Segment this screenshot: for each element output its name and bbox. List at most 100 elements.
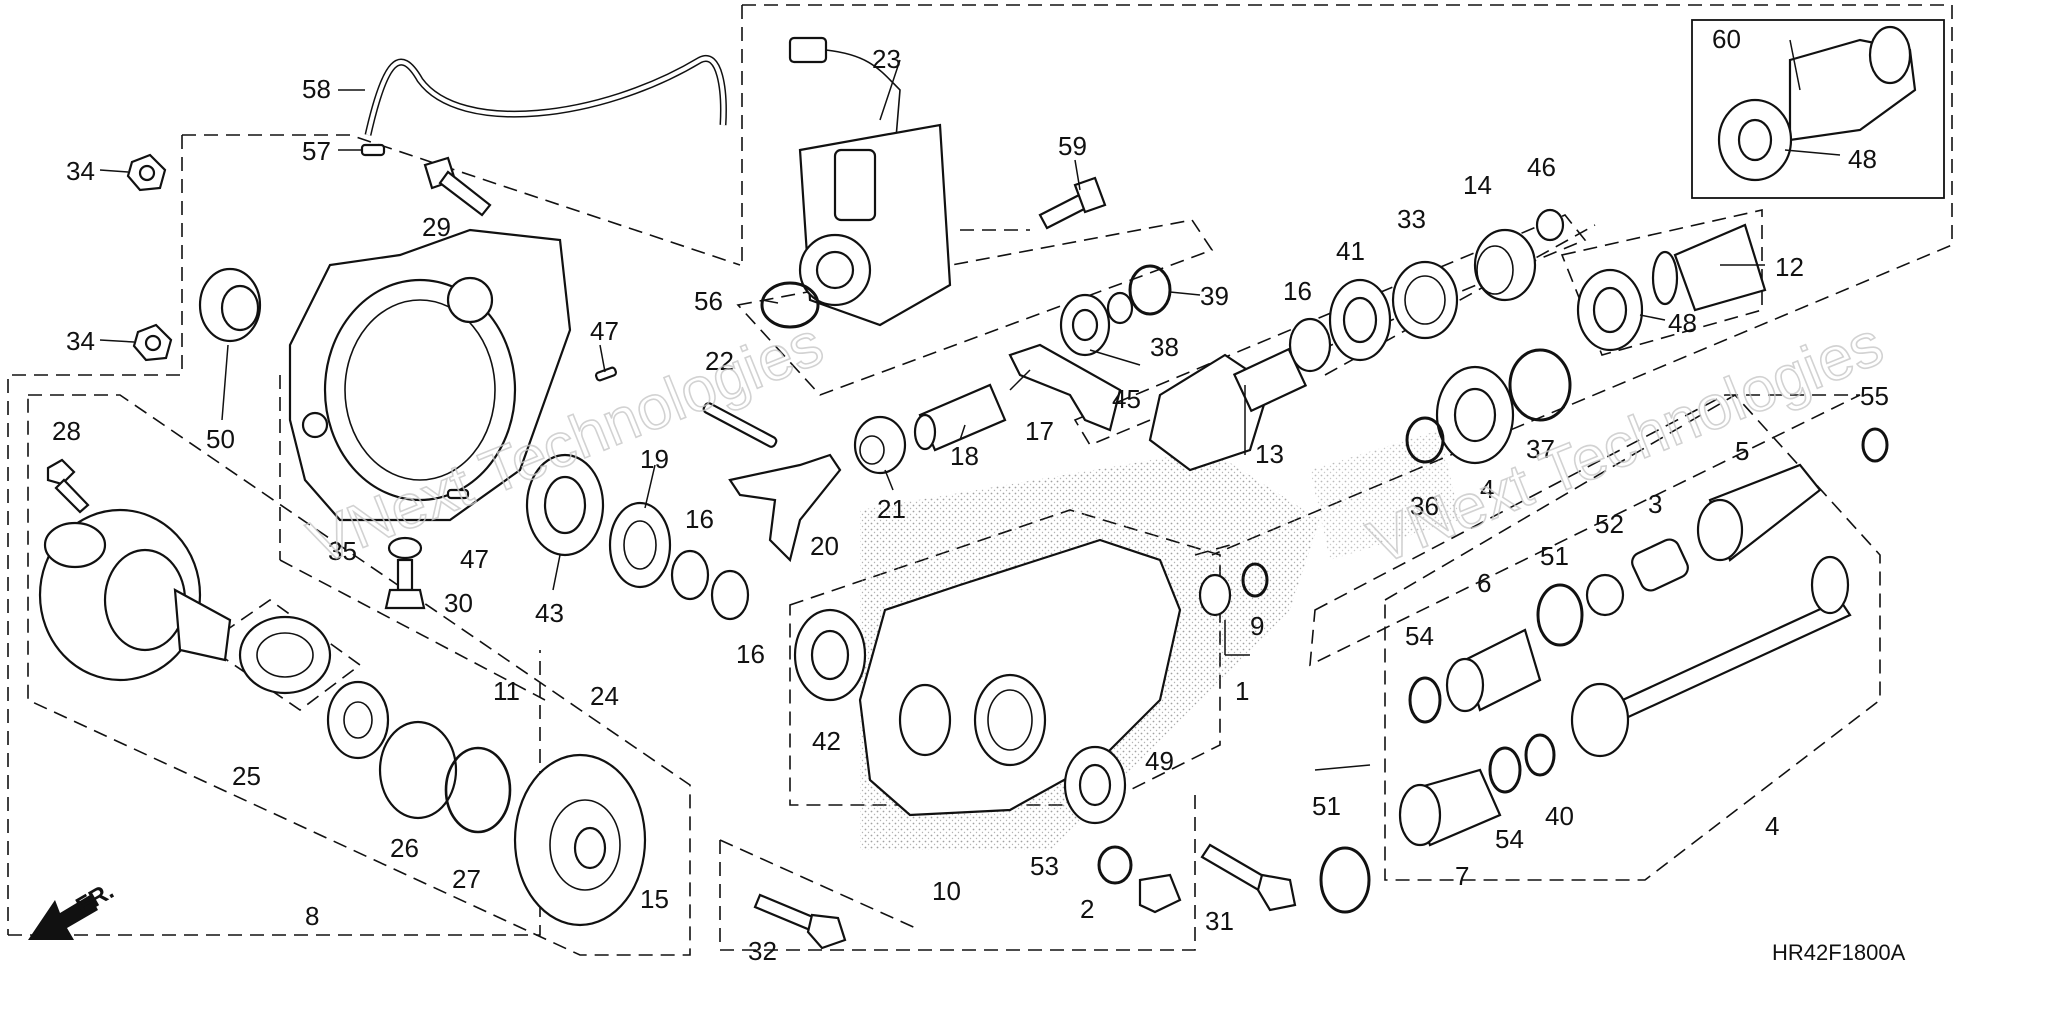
callout-29: 29 bbox=[422, 212, 451, 242]
bearing-41 bbox=[1328, 278, 1392, 362]
callout-25: 25 bbox=[232, 761, 261, 791]
callout-23: 23 bbox=[872, 44, 901, 74]
o-ring bbox=[760, 281, 820, 329]
washer-26 bbox=[378, 720, 458, 820]
bearing-43 bbox=[525, 453, 605, 557]
callout-14: 14 bbox=[1463, 170, 1492, 200]
callout-57: 57 bbox=[302, 136, 331, 166]
collar-21 bbox=[853, 415, 907, 475]
callout-27: 27 bbox=[452, 864, 481, 894]
snap-ring-40 bbox=[1524, 733, 1556, 777]
washer-16b bbox=[670, 549, 710, 601]
left-cover bbox=[288, 228, 572, 522]
callout-13: 13 bbox=[1255, 439, 1284, 469]
callout-59: 59 bbox=[1058, 131, 1087, 161]
nut-34a bbox=[126, 153, 167, 192]
callout-49: 49 bbox=[1145, 746, 1174, 776]
callout-55: 55 bbox=[1860, 381, 1889, 411]
callout-1: 1 bbox=[1235, 676, 1249, 706]
callout-41: 41 bbox=[1336, 236, 1365, 266]
callout-18: 18 bbox=[950, 441, 979, 471]
washer-27 bbox=[444, 746, 512, 834]
callout-32: 32 bbox=[748, 936, 777, 966]
callout-42: 42 bbox=[812, 726, 841, 756]
spring-3 bbox=[1631, 538, 1689, 592]
pin-47a bbox=[594, 366, 618, 382]
callout-19: 19 bbox=[640, 444, 669, 474]
bearing-4 bbox=[1435, 365, 1515, 465]
callout-2: 2 bbox=[1080, 894, 1094, 924]
drive-shaft-4 bbox=[1570, 555, 1852, 758]
nut-34b bbox=[132, 323, 173, 362]
breather-hose bbox=[364, 55, 727, 136]
snap-ring-37 bbox=[1508, 348, 1572, 422]
washer-35 bbox=[387, 536, 423, 560]
bolt-30 bbox=[384, 558, 426, 610]
callout-10: 10 bbox=[932, 876, 961, 906]
callout-37: 37 bbox=[1526, 434, 1555, 464]
callout-4: 4 bbox=[1480, 474, 1494, 504]
snap-ring-36 bbox=[1405, 416, 1445, 464]
pin-47b bbox=[446, 488, 470, 500]
bearing-45 bbox=[1059, 293, 1111, 357]
boot-5 bbox=[1696, 463, 1822, 562]
collar-46 bbox=[1535, 208, 1565, 242]
drain-plug-2 bbox=[1138, 873, 1182, 914]
boot-7 bbox=[1398, 768, 1502, 847]
callout-46: 46 bbox=[1527, 152, 1556, 182]
callout-53: 53 bbox=[1030, 851, 1059, 881]
callout-48a: 48 bbox=[1848, 144, 1877, 174]
callout-54a: 54 bbox=[1405, 621, 1434, 651]
o-ring-54b bbox=[1488, 746, 1522, 794]
o-ring-54a bbox=[1408, 676, 1442, 724]
bolt-59 bbox=[1038, 176, 1107, 230]
bolt-32 bbox=[753, 893, 847, 950]
washer-16a bbox=[1288, 317, 1332, 373]
o-ring-53 bbox=[1097, 845, 1133, 885]
callout-5: 5 bbox=[1735, 436, 1749, 466]
washer-16c bbox=[710, 569, 750, 621]
callout-16c: 16 bbox=[736, 639, 765, 669]
callout-24: 24 bbox=[590, 681, 619, 711]
o-ring-9 bbox=[1241, 562, 1269, 598]
drawing-code: HR42F1800A bbox=[1772, 940, 1906, 965]
plug-1 bbox=[1198, 573, 1232, 617]
callout-33: 33 bbox=[1397, 204, 1426, 234]
callout-35: 35 bbox=[328, 536, 357, 566]
shaft-22 bbox=[702, 402, 778, 448]
main-housing bbox=[858, 538, 1182, 817]
callout-51b: 51 bbox=[1312, 791, 1341, 821]
callout-56: 56 bbox=[694, 286, 723, 316]
callout-6: 6 bbox=[1477, 568, 1491, 598]
callout-15: 15 bbox=[640, 884, 669, 914]
callout-17: 17 bbox=[1025, 416, 1054, 446]
boot-6 bbox=[1445, 628, 1542, 713]
callout-4b: 4 bbox=[1765, 811, 1779, 841]
callout-16a: 16 bbox=[1283, 276, 1312, 306]
shift-drum-18 bbox=[913, 383, 1007, 452]
spacer-14 bbox=[1473, 228, 1537, 302]
callout-31: 31 bbox=[1205, 906, 1234, 936]
callout-3: 3 bbox=[1648, 489, 1662, 519]
leader-lines bbox=[99, 39, 1841, 771]
callout-45: 45 bbox=[1112, 384, 1141, 414]
callout-60: 60 bbox=[1712, 24, 1741, 54]
shaft-60 bbox=[1788, 25, 1917, 142]
hose-clip bbox=[360, 143, 386, 157]
callout-20: 20 bbox=[810, 531, 839, 561]
callout-39: 39 bbox=[1200, 281, 1229, 311]
callout-54b: 54 bbox=[1495, 824, 1524, 854]
bolt-28 bbox=[46, 458, 90, 514]
callout-50: 50 bbox=[206, 424, 235, 454]
shift-actuator bbox=[788, 36, 952, 327]
pinion-gear-13 bbox=[1148, 347, 1308, 472]
callout-47a: 47 bbox=[590, 316, 619, 346]
bearing-42 bbox=[793, 608, 867, 702]
callout-34a: 34 bbox=[66, 156, 95, 186]
callout-36: 36 bbox=[1410, 491, 1439, 521]
o-ring-55 bbox=[1861, 427, 1889, 463]
washer-52 bbox=[1585, 573, 1625, 617]
front-arrow-icon bbox=[28, 895, 98, 940]
callouts: 23 60 48 58 57 34 29 59 46 14 33 41 12 5… bbox=[52, 24, 1889, 966]
